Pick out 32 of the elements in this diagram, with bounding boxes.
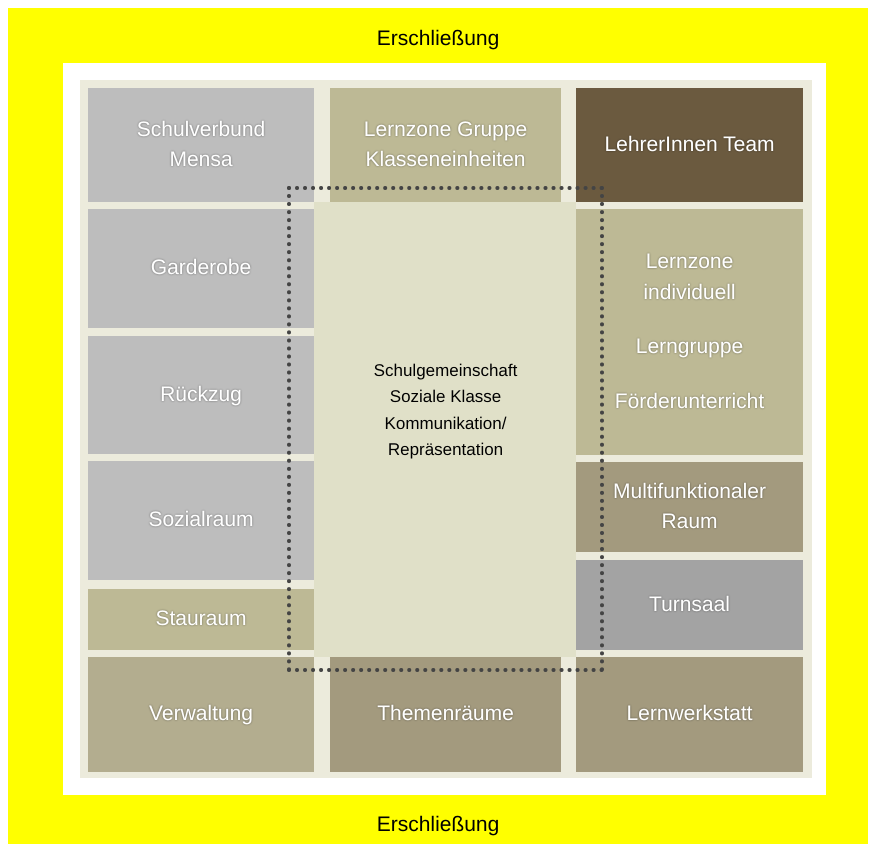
room-block [88, 336, 314, 454]
room-label: Lernzone Gruppe Klasseneinheiten [362, 116, 528, 173]
room-label: Lerngruppe [636, 334, 744, 360]
room-label: Verwaltung [149, 701, 253, 728]
zone-label: Erschließung [376, 26, 500, 52]
room-block [576, 88, 803, 202]
room-label: LehrerInnen Team [604, 132, 775, 158]
room-block [576, 657, 803, 772]
room-block [88, 589, 314, 650]
room-block [576, 462, 803, 552]
zone-label: Erschließung [376, 812, 500, 838]
room-label: Lernzone individuell [642, 249, 737, 306]
room-block [330, 657, 561, 772]
room-label: Themenräume [377, 701, 514, 728]
room-label: Förderunterricht [614, 388, 764, 414]
room-label: Rückzug [160, 382, 242, 408]
room-label: Garderobe [150, 255, 252, 282]
room-block [88, 209, 314, 328]
room-block [576, 560, 803, 650]
room-label: Stauraum [155, 606, 247, 632]
room-label: Schulgemeinschaft Soziale Klasse Kommunikation/ Repräsentation [372, 360, 518, 462]
room-block [330, 88, 561, 202]
room-label: Sozialraum [148, 507, 254, 534]
room-label: Turnsaal [649, 592, 730, 618]
room-label: Lernwerkstatt [626, 701, 753, 728]
room-block [576, 209, 803, 455]
room-label: Multifunktionaler Raum [612, 478, 767, 535]
room-block [88, 88, 314, 202]
room-block [88, 461, 314, 580]
circulation-band [8, 8, 868, 844]
room-label: Schulverbund Mensa [136, 116, 266, 173]
room-block [88, 657, 314, 772]
